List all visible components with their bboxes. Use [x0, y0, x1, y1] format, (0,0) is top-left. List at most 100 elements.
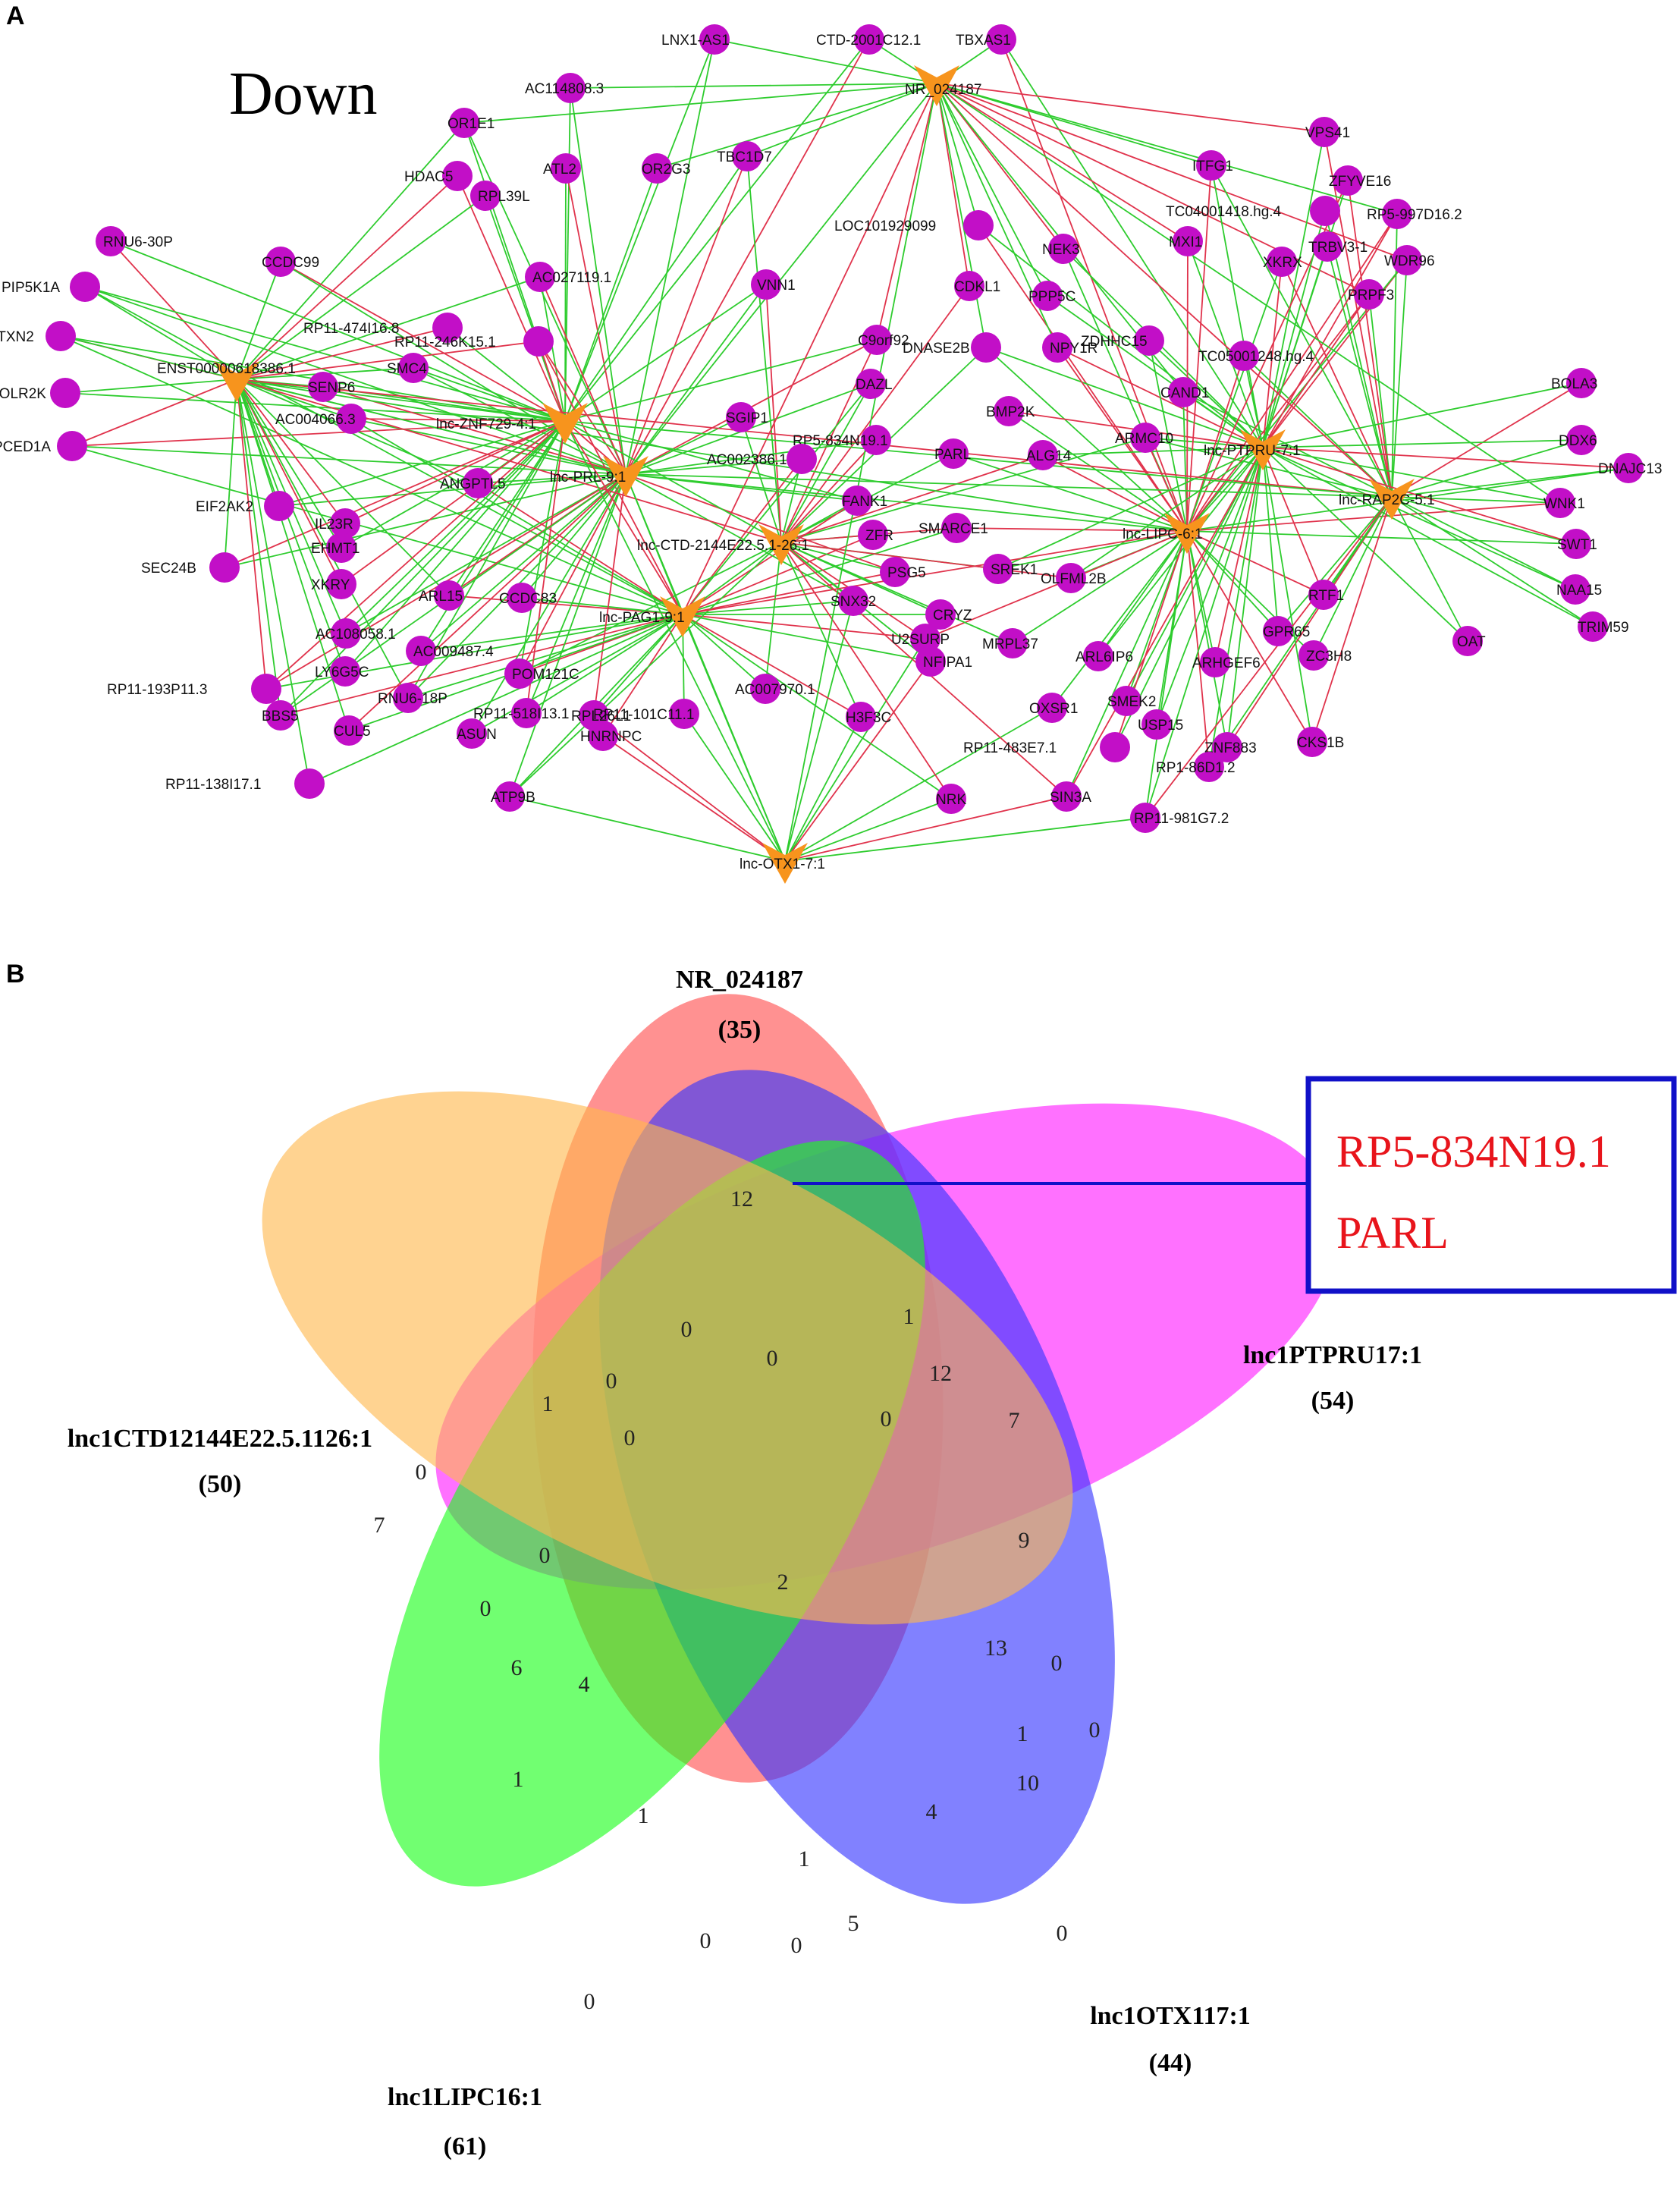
edge: [1145, 530, 1188, 819]
gene-label-arl6ip6: ARL6IP6: [1076, 649, 1133, 665]
edge: [1262, 131, 1325, 448]
edge: [236, 379, 626, 475]
gene-node-hnrnpc: [588, 721, 618, 751]
region-count: 9: [1019, 1528, 1030, 1553]
set-title-nr-024187: NR_024187: [676, 966, 803, 994]
gene-label-smc4: SMC4: [387, 361, 427, 377]
region-count: 12: [730, 1186, 753, 1211]
edge: [780, 437, 1146, 543]
gene-node-rnu6-30p: [96, 226, 126, 256]
gene-label-rp5-997d16-2: RP5-997D16.2: [1367, 207, 1462, 223]
gene-node-swt1: [1561, 529, 1591, 559]
gene-label-ehmt1: EHMT1: [311, 541, 360, 557]
edge: [348, 473, 626, 731]
gene-label-loc101929099: LOC101929099: [834, 218, 936, 234]
gene-node-nrk: [936, 784, 966, 814]
gene-node-cryz: [925, 599, 956, 630]
edge: [236, 379, 352, 420]
gene-label-sin3a: SIN3A: [1050, 790, 1091, 806]
edge: [236, 379, 342, 585]
gene-node-ac007970-1: [750, 674, 780, 704]
edge: [71, 445, 683, 615]
gene-node-ac027119-1: [525, 262, 555, 292]
gene-node-cks1b: [1297, 727, 1327, 757]
gene-label-smek2: SMEK2: [1107, 694, 1156, 710]
edge: [997, 447, 1264, 570]
gene-node-srek1: [983, 554, 1013, 584]
edge: [593, 614, 683, 716]
edge: [1262, 447, 1561, 504]
gene-label-zdhhc15: ZDHHC15: [1081, 334, 1148, 350]
gene-node-ppp5c: [1032, 281, 1063, 311]
region-count: 0: [767, 1346, 778, 1371]
gene-label-oat: OAT: [1457, 634, 1486, 650]
gene-label-rtf1: RTF1: [1308, 588, 1344, 604]
edge: [236, 379, 346, 672]
gene-label-hdac5: HDAC5: [404, 169, 453, 185]
gene-node-rp11-193p11-3: [251, 674, 281, 704]
edge: [682, 500, 858, 615]
gene-node-oat: [1452, 626, 1483, 656]
edge: [1391, 496, 1561, 504]
edge: [978, 225, 1188, 532]
gene-node-mxi1: [1173, 226, 1203, 256]
hub-label-enst00000618386-1: ENST00000618386.1: [157, 361, 296, 377]
gene-node-naa15: [1560, 574, 1591, 605]
gene-label-xkrx: XKRX: [1263, 255, 1302, 271]
gene-node-arl6ip6: [1083, 641, 1113, 671]
edge: [509, 796, 786, 862]
gene-label-nrk: NRK: [936, 792, 966, 808]
edge: [564, 420, 858, 501]
edge: [236, 379, 342, 548]
edge: [236, 341, 539, 380]
hub-label-lnc-rap2c-5-1: lnc-RAP2C-5:1: [1339, 492, 1435, 508]
edge: [1186, 530, 1228, 748]
edge: [1262, 447, 1468, 642]
gene-node-ccdc83: [507, 583, 537, 613]
edge: [71, 379, 237, 447]
edge: [236, 379, 409, 699]
gene-node-nek3: [1048, 234, 1079, 264]
gene-node-rtf1: [1308, 580, 1339, 610]
region-count: 0: [681, 1317, 692, 1342]
callout-gene-2: PARL: [1336, 1208, 1449, 1258]
edge: [936, 83, 1408, 261]
edge: [765, 542, 782, 690]
gene-label-mxi1: MXI1: [1169, 234, 1202, 250]
region-count: 13: [984, 1636, 1007, 1661]
gene-label-ctd-2001c12-1: CTD-2001C12.1: [816, 33, 921, 49]
gene-node-c9orf92: [862, 325, 892, 355]
hub-node-lnc-prl-9-1: [603, 456, 648, 497]
region-count: 1: [638, 1803, 649, 1828]
gene-label-polr2k: POLR2K: [0, 386, 46, 402]
gene-node-psg5: [880, 557, 910, 587]
set-title-lnc1ptpru17-1: lnc1PTPRU17:1: [1243, 1341, 1422, 1369]
edge: [1281, 261, 1393, 498]
gene-node-arhgef6: [1200, 647, 1230, 677]
edge: [1012, 530, 1188, 644]
set-title-lnc1lipc16-1: lnc1LIPC16:1: [388, 2083, 542, 2111]
edge: [784, 661, 931, 862]
edge: [236, 276, 541, 380]
edge: [236, 379, 1188, 532]
edge: [1391, 439, 1582, 498]
edge: [1277, 496, 1393, 632]
gene-label-rp11-138i17-1: RP11-138I17.1: [165, 777, 261, 793]
gene-label-mrpl37: MRPL37: [982, 636, 1038, 652]
gene-node-tbc1d7: [732, 141, 762, 171]
edge: [936, 83, 1064, 250]
edge: [780, 542, 896, 573]
edge: [625, 39, 870, 475]
hub-node-lnc-pag1-9-1: [660, 596, 705, 637]
edge: [780, 542, 952, 800]
gene-node-nfipa1: [915, 646, 946, 677]
gene-label-bbs5: BBS5: [262, 709, 299, 724]
gene-node-ac108058-1: [331, 618, 361, 649]
edge: [64, 379, 237, 394]
edge: [1186, 355, 1245, 532]
gene-node-tbxas1: [986, 24, 1016, 55]
edge: [1186, 467, 1629, 532]
region-count: 0: [1057, 1921, 1068, 1946]
